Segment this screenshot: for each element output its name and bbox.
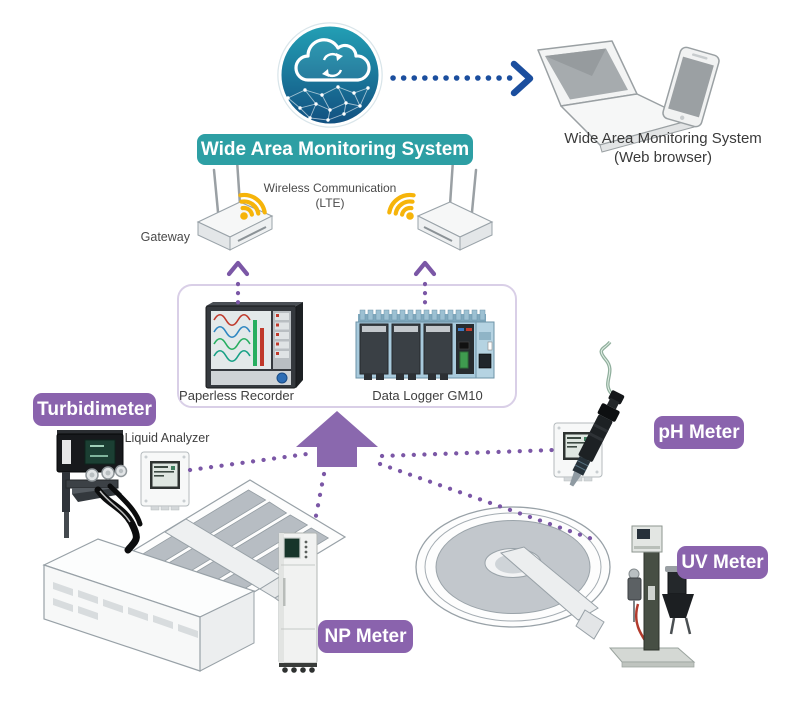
liquid-analyzer-image [140, 451, 190, 511]
treatment-building-illustration [42, 538, 256, 672]
paperless-recorder-image [205, 302, 303, 389]
ph-meter-badge: pH Meter [654, 416, 744, 449]
paperless-recorder-label: Paperless Recorder [179, 388, 294, 403]
smartphone-icon [662, 46, 720, 128]
data-logger-label: Data Logger GM10 [372, 388, 483, 403]
np-meter-badge: NP Meter [318, 620, 413, 653]
purple-dotted-connectors [187, 447, 601, 544]
turbidimeter-badge: Turbidimeter [33, 393, 156, 426]
web-browser-caption: Wide Area Monitoring System (Web browser… [523, 130, 800, 168]
data-logger-image [355, 309, 495, 380]
liquid-analyzer-label: Liquid Analyzer [124, 431, 210, 445]
web-browser-caption-line1: Wide Area Monitoring System [564, 130, 762, 147]
uv-meter-image [608, 525, 696, 668]
turbidimeter-image [56, 430, 143, 554]
big-up-arrow-icon [296, 411, 378, 467]
router-right-icon [416, 158, 494, 252]
np-meter-image [278, 532, 318, 673]
ph-probe-image [569, 340, 625, 487]
clarifier-illustration [415, 506, 611, 640]
laptop-icon [537, 40, 695, 153]
cloud-to-browser-arrow [390, 60, 534, 97]
wireless-line2: (LTE) [315, 196, 345, 210]
cloud-icon [277, 22, 383, 128]
wireless-communication-caption: Wireless Communication (LTE) [255, 181, 405, 211]
gateway-label: Gateway [140, 230, 190, 244]
wide-area-monitoring-banner: Wide Area Monitoring System [197, 134, 473, 165]
web-browser-caption-line2: (Web browser) [613, 148, 713, 166]
uv-meter-badge: UV Meter [677, 546, 768, 579]
wireless-line1: Wireless Communication [263, 181, 397, 195]
